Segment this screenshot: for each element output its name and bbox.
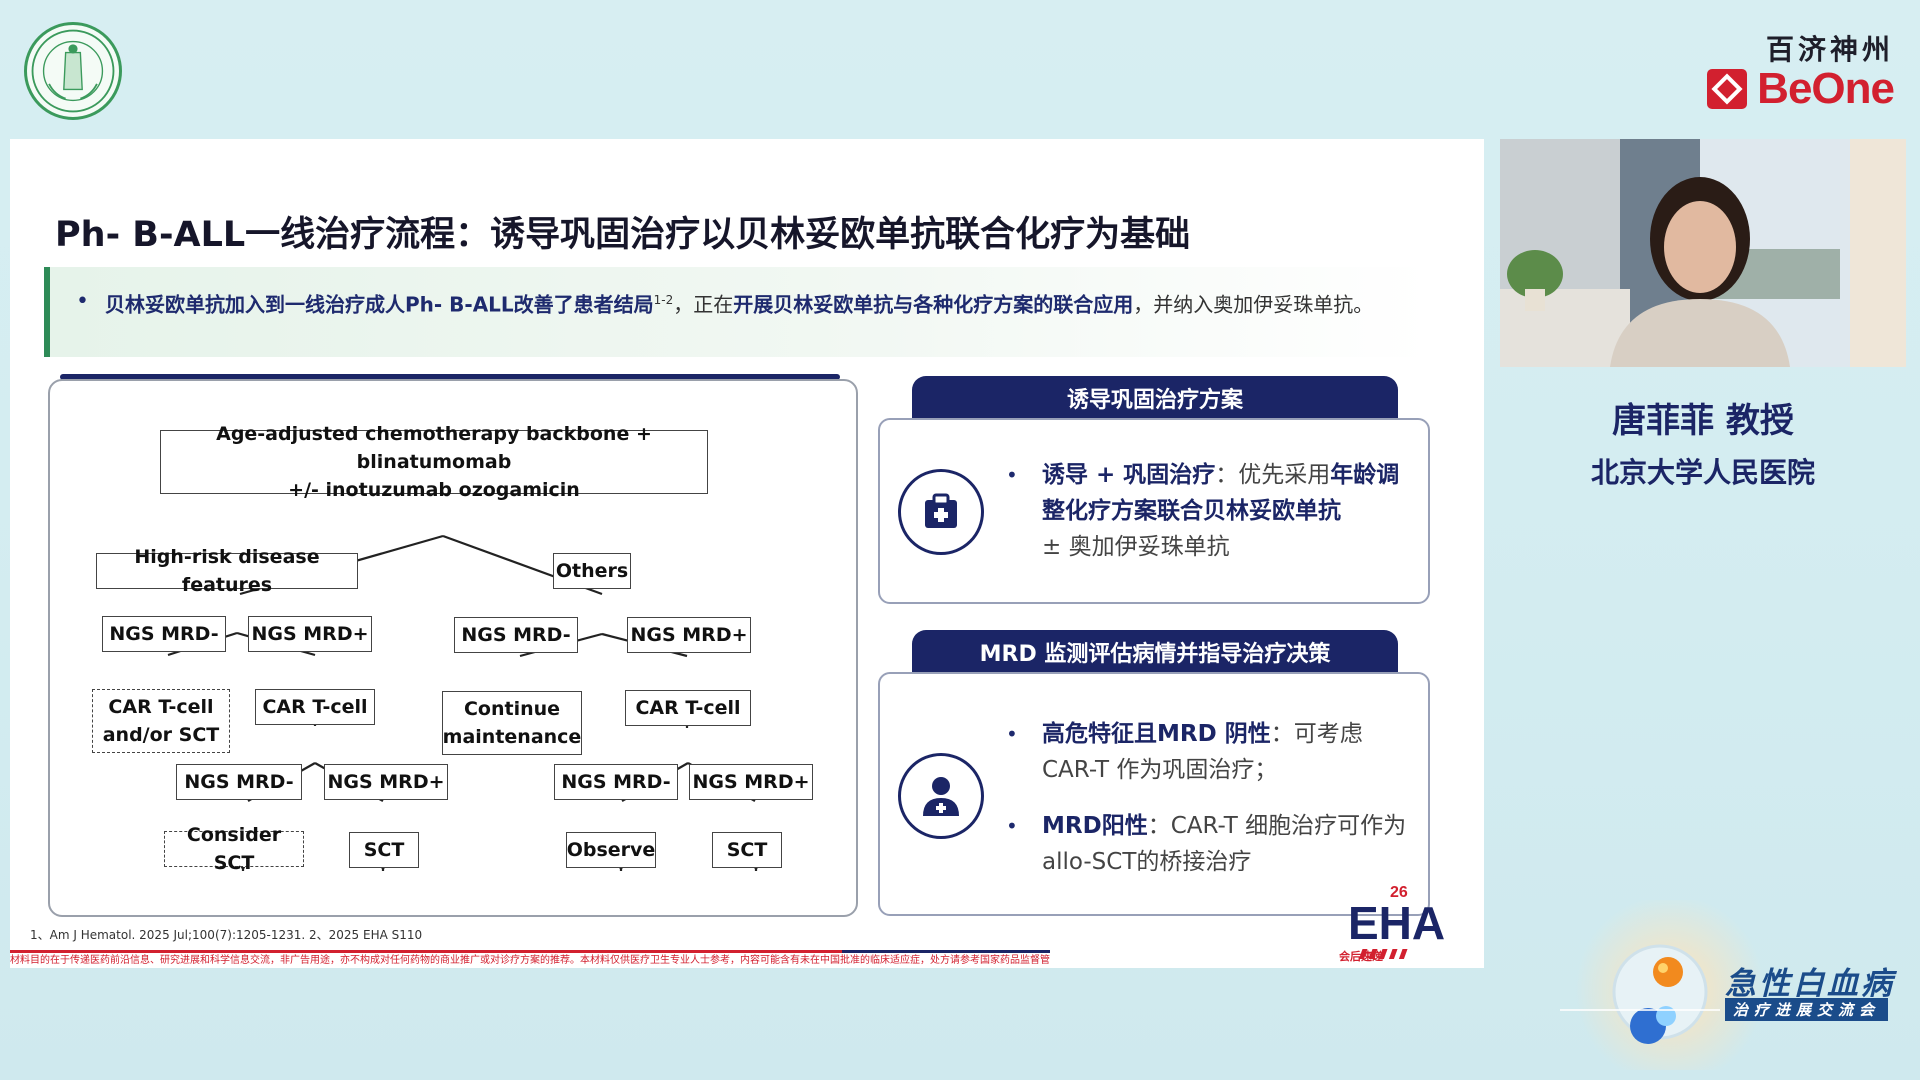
summary-text: 贝林妥欧单抗加入到一线治疗成人Ph- B-ALL改善了患者结局1-2，正在开展贝… (105, 292, 1374, 317)
eha-badge-text: 会后速递 (1339, 950, 1383, 963)
disclaimer-rule (10, 950, 1050, 953)
svg-text:EHA: EHA (1348, 897, 1445, 949)
others-car-t-node: CAR T-cell (625, 690, 751, 726)
summary-box: • 贝林妥欧单抗加入到一线治疗成人Ph- B-ALL改善了患者结局1-2，正在开… (44, 267, 1429, 357)
panel-2-header: MRD 监测评估病情并指导治疗决策 (912, 630, 1398, 674)
sponsor-brand: BeOne (1757, 64, 1895, 113)
others-car-mrd-negative-node: NGS MRD- (554, 764, 678, 800)
panel-2-item-2: MRD阳性：CAR-T 细胞治疗可作为allo-SCT的桥接治疗 (1042, 813, 1407, 875)
doctor-user-icon (898, 753, 984, 839)
bullet-icon: • (1006, 722, 1018, 746)
sponsor-chinese-name: 百济神州 (1765, 33, 1894, 66)
beone-mark-icon (1707, 69, 1748, 109)
disclaimer-bar: 材料目的在于传递医药前沿信息、研究进展和科学信息交流，非广告用途，亦不构成对任何… (10, 950, 1050, 968)
event-title: 急性白血病 (1725, 966, 1895, 1002)
medical-society-logo (24, 22, 122, 120)
hr-mrd-negative-node: NGS MRD- (102, 616, 226, 652)
panel-1-text: 诱导 + 巩固治疗：优先采用年龄调整化疗方案联合贝林妥欧单抗± 奥加伊妥珠单抗 (1042, 462, 1400, 560)
svg-text:26: 26 (1390, 884, 1408, 901)
observe-node: Observe (566, 832, 656, 868)
flowchart-frame (48, 379, 858, 917)
event-logo-graphic (1560, 895, 1920, 1080)
others-sct-node: SCT (712, 832, 782, 868)
presentation-slide: Ph- B-ALL一线治疗流程：诱导巩固治疗以贝林妥欧单抗联合化疗为基础 • 贝… (10, 139, 1484, 968)
bullet-icon: • (1006, 463, 1018, 487)
hr-mrd-positive-node: NGS MRD+ (248, 616, 372, 652)
disclaimer-text: 材料目的在于传递医药前沿信息、研究进展和科学信息交流，非广告用途，亦不构成对任何… (10, 955, 1050, 966)
consider-sct-node: Consider SCT (164, 824, 304, 874)
others-car-mrd-positive-node: NGS MRD+ (689, 764, 813, 800)
references: 1、Am J Hematol. 2025 Jul;100(7):1205-123… (30, 928, 423, 942)
panel-1-header: 诱导巩固治疗方案 (912, 376, 1398, 420)
others-node: Others (553, 553, 631, 589)
bullet-icon: • (76, 289, 89, 314)
others-mrd-positive-node: NGS MRD+ (627, 617, 751, 653)
others-mrd-negative-node: NGS MRD- (454, 617, 578, 653)
slide-title: Ph- B-ALL一线治疗流程：诱导巩固治疗以贝林妥欧单抗联合化疗为基础 (55, 215, 1191, 255)
high-risk-node: High-risk disease features (96, 546, 358, 596)
hr-car-t-node: CAR T-cell (255, 689, 375, 725)
bullet-icon: • (1006, 814, 1018, 838)
hr-car-mrd-negative-node: NGS MRD- (176, 764, 302, 800)
hr-sct-node: SCT (349, 832, 419, 868)
panel-2-item-1: 高危特征且MRD 阴性：可考虑CAR-T 作为巩固治疗； (1042, 721, 1363, 783)
clipboard-medical-icon (898, 469, 984, 555)
sponsor-logo: BeOne (1707, 64, 1895, 113)
eha-congress-logo: 26 EHA 会后速递 (1339, 879, 1450, 967)
speaker-webcam-video (1500, 139, 1906, 367)
flowchart-accent-bar (60, 374, 840, 380)
speaker-organization: 北京大学人民医院 (1590, 456, 1815, 489)
event-subtitle: 治疗进展交流会 (1725, 998, 1889, 1021)
speaker-name: 唐菲菲 教授 (1612, 401, 1794, 441)
hr-car-mrd-positive-node: NGS MRD+ (324, 764, 448, 800)
root-treatment-node: Age-adjusted chemotherapy backbone + bli… (160, 423, 708, 501)
